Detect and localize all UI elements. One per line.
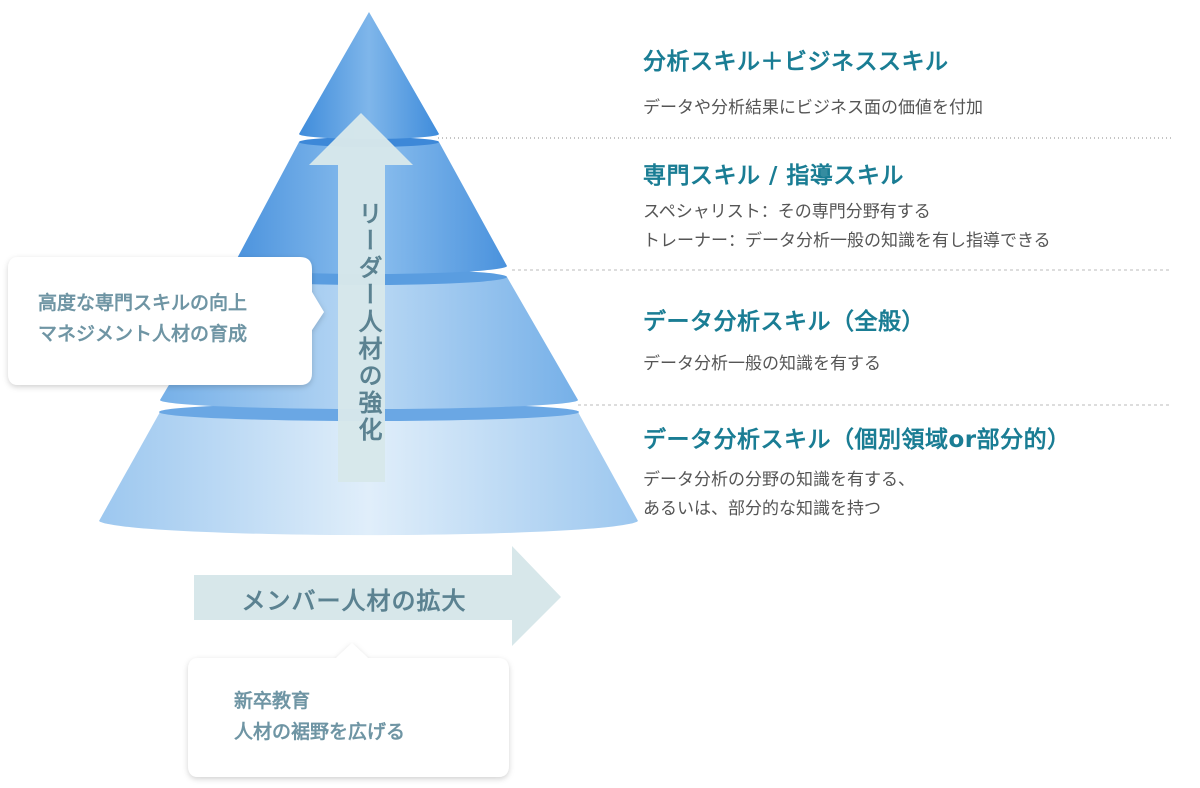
level-2-desc-2: トレーナー：データ分析一般の知識を有し指導できる [643, 231, 1051, 251]
member-callout-text: 新卒教育 人材の裾野を広げる [234, 686, 405, 748]
level-4-desc-1: データ分析の分野の知識を有する、 [643, 470, 915, 490]
leader-callout-text: 高度な専門スキルの向上 マネジメント人材の育成 [38, 288, 247, 350]
level-2: 専門スキル / 指導スキル スペシャリスト：その専門分野有する トレーナー：デー… [643, 156, 1183, 256]
horizontal-arrow-right [194, 546, 561, 646]
level-4-title: データ分析スキル（個別領域or部分的） [643, 427, 1071, 453]
level-4-desc-2: あるいは、部分的な知識を持つ [643, 499, 881, 519]
level-3: データ分析スキル（全般） データ分析一般の知識を有する [643, 302, 1183, 379]
pyramid-tier-1 [299, 12, 439, 139]
level-3-desc-1: データ分析一般の知識を有する [643, 354, 881, 374]
vertical-arrow-label: リーダー人材の強化 [354, 200, 382, 444]
level-1: 分析スキル＋ビジネススキル データや分析結果にビジネス面の価値を付加 [643, 42, 1183, 123]
member-callout-line-1: 新卒教育 [234, 690, 311, 712]
level-4: データ分析スキル（個別領域or部分的） データ分析の分野の知識を有する、 あるい… [643, 420, 1183, 524]
leader-callout-box [8, 257, 324, 385]
member-callout-line-2: 人材の裾野を広げる [234, 721, 406, 743]
member-callout-box [188, 643, 509, 777]
leader-callout-line-1: 高度な専門スキルの向上 [38, 292, 248, 314]
horizontal-arrow-label: メンバー人材の拡大 [241, 586, 467, 615]
level-1-title: 分析スキル＋ビジネススキル [643, 49, 949, 75]
level-2-desc-1: スペシャリスト：その専門分野有する [643, 202, 931, 222]
leader-callout-line-2: マネジメント人材の育成 [38, 323, 248, 345]
level-3-title: データ分析スキル（全般） [643, 309, 925, 335]
level-2-title: 専門スキル / 指導スキル [643, 163, 904, 189]
level-1-desc-1: データや分析結果にビジネス面の価値を付加 [643, 98, 983, 118]
vertical-arrow-up [309, 113, 413, 482]
